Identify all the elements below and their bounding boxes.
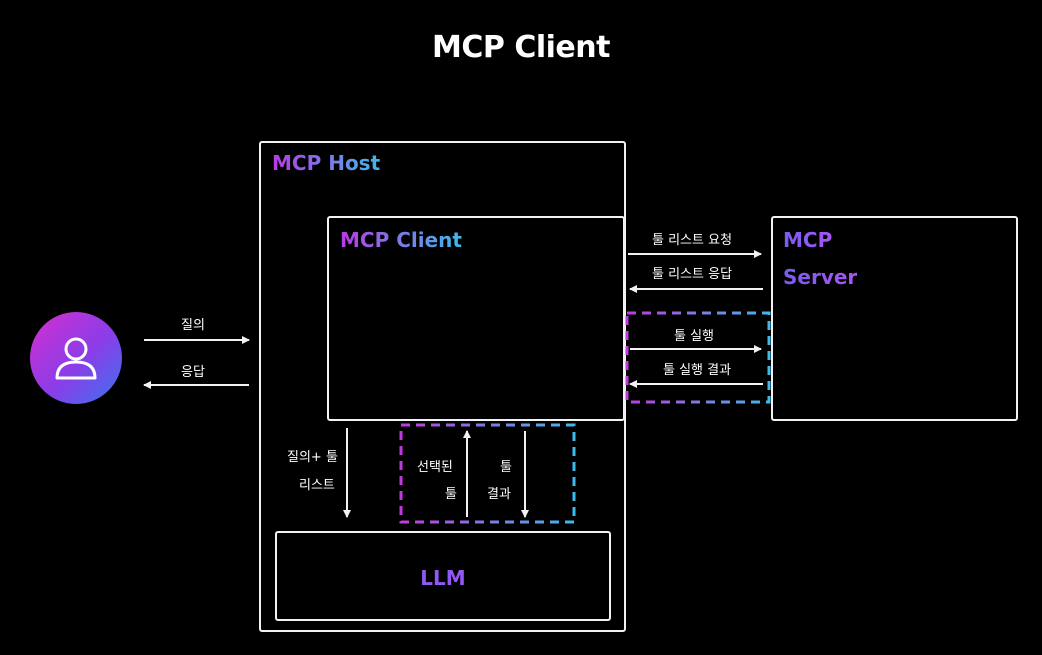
mcp-server-label-line1: MCP	[783, 228, 833, 252]
tool-result-label-line2: 결과	[487, 487, 511, 502]
tool-result-label-line1: 툴	[500, 460, 512, 475]
llm-label: LLM	[275, 566, 611, 590]
response-label: 응답	[181, 365, 205, 380]
llm-box	[275, 531, 611, 621]
mcp-server-box	[771, 216, 1018, 421]
mcp-host-box	[259, 141, 626, 632]
query-tools-label-line1: 질의+ 툴	[287, 450, 338, 465]
mcp-server-label-line2: Server	[783, 265, 858, 289]
execute-result-label: 툴 실행 결과	[663, 363, 732, 378]
mcp-client-label: MCP Client	[340, 228, 462, 252]
mcp-client-box	[327, 216, 625, 421]
selected-tool-label-line2: 툴	[445, 487, 457, 502]
page-title: MCP Client	[432, 30, 610, 65]
query-label: 질의	[181, 318, 205, 333]
list-response-label: 툴 리스트 응답	[652, 267, 733, 282]
user-icon	[55, 337, 97, 380]
selected-tool-label-line1: 선택된	[417, 460, 453, 475]
list-request-label: 툴 리스트 요청	[652, 233, 733, 248]
execute-label: 툴 실행	[674, 329, 715, 344]
user-avatar	[30, 312, 122, 404]
query-tools-label-line2: 리스트	[299, 478, 335, 493]
execute-dashed-group	[625, 311, 771, 404]
mcp-host-label: MCP Host	[272, 151, 381, 175]
